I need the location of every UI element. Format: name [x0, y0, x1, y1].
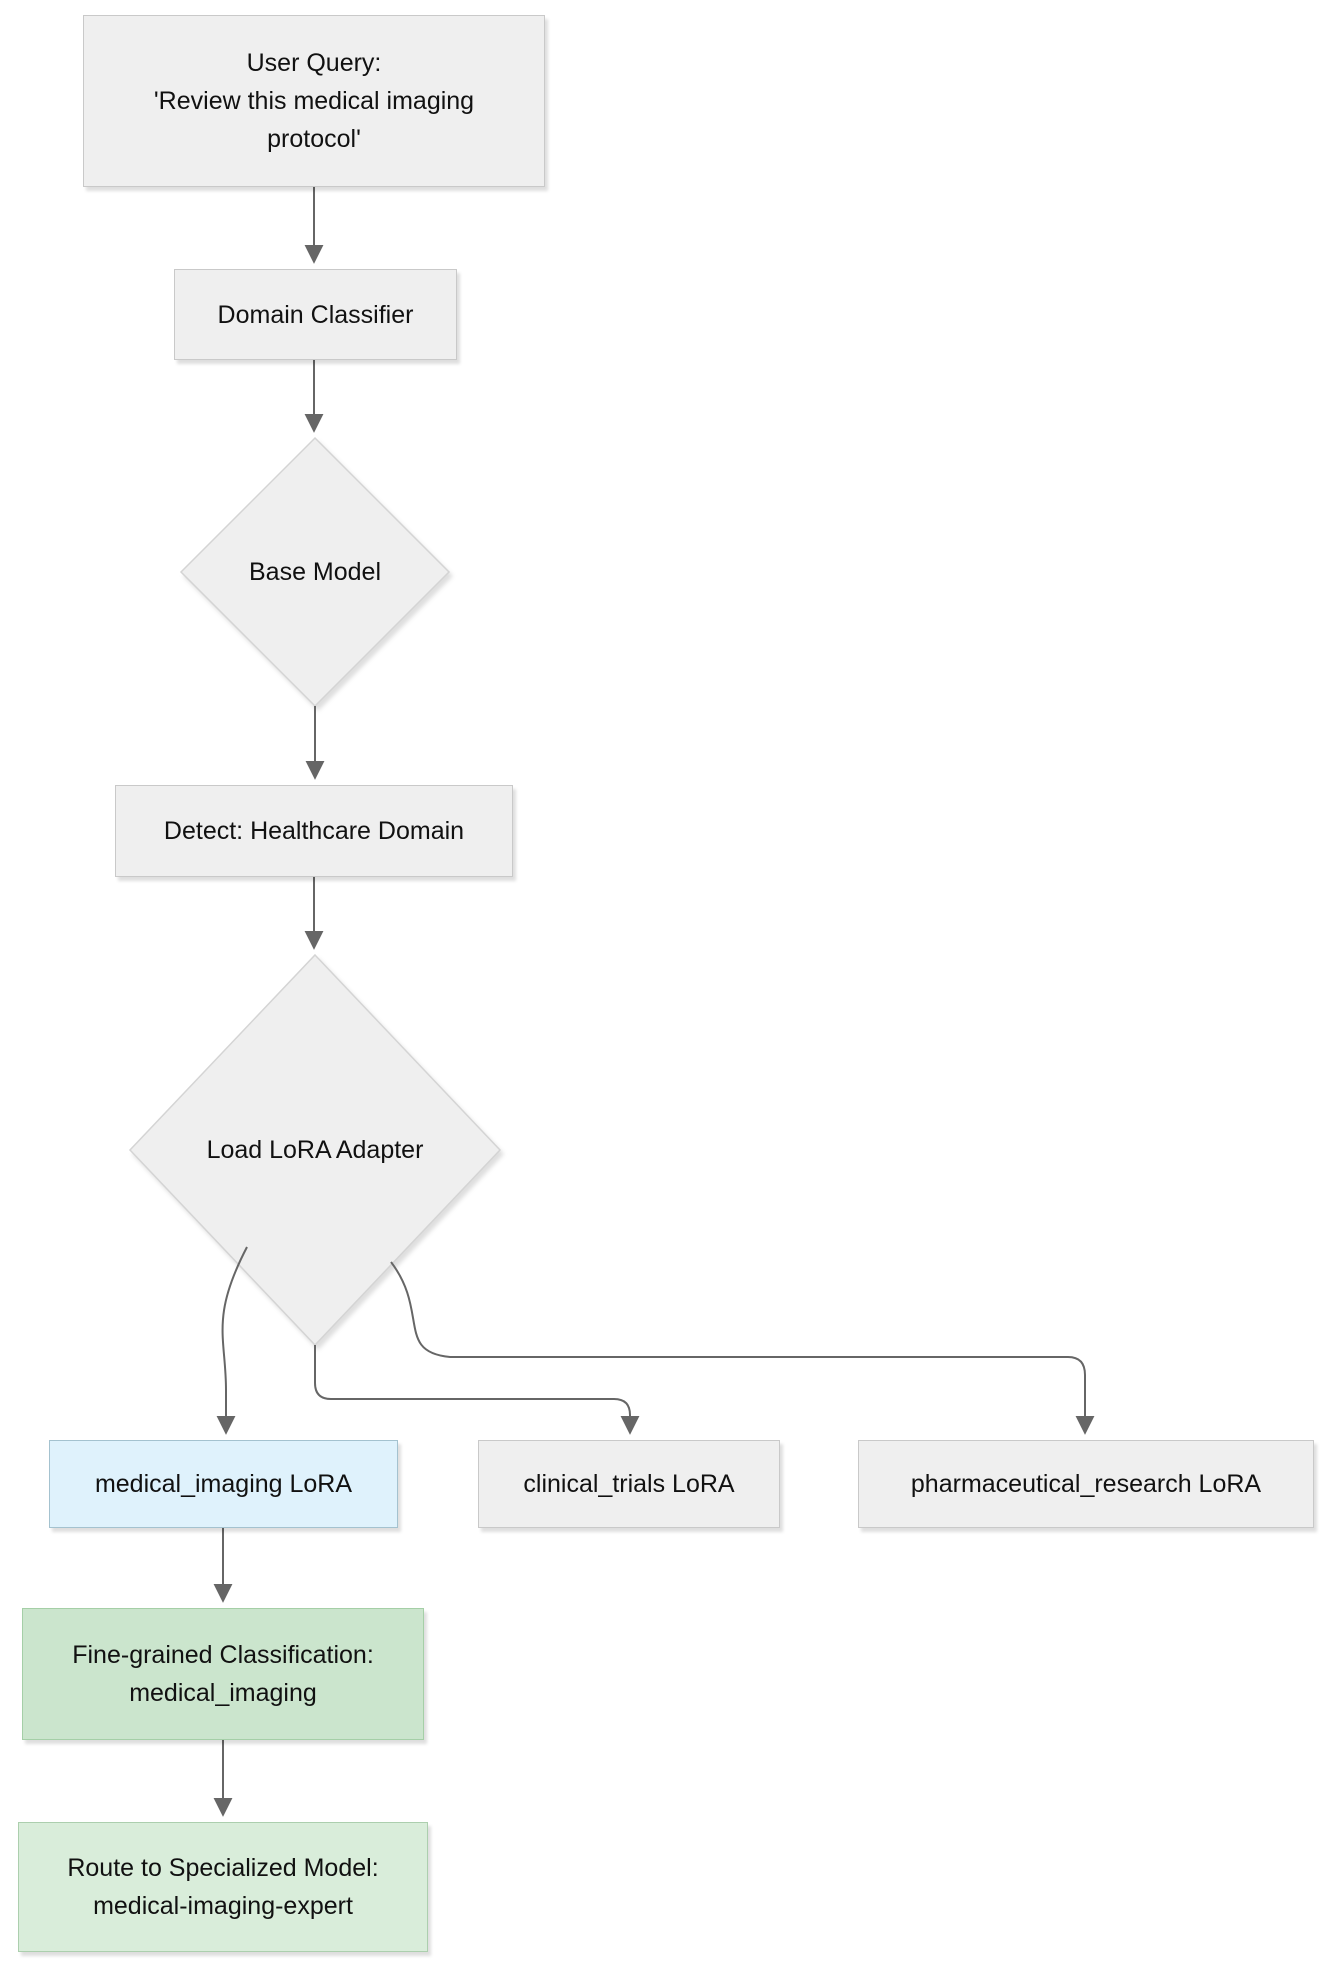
node-clinical-trials-lora-label: clinical_trials LoRA — [523, 1470, 735, 1498]
node-user-query-line: User Query: — [246, 49, 382, 77]
node-load-lora-adapter-label: Load LoRA Adapter — [180, 1131, 450, 1169]
edge-load-lora-to-clinical-trials — [314, 1345, 640, 1435]
node-fine-grained-line: medical_imaging — [129, 1679, 317, 1707]
node-medical-imaging-lora: medical_imaging LoRA — [49, 1440, 398, 1528]
node-route-line: medical-imaging-expert — [93, 1892, 353, 1920]
node-route-to-specialized-model: Route to Specialized Model: medical-imag… — [18, 1822, 428, 1952]
node-route-line: Route to Specialized Model: — [67, 1854, 379, 1882]
node-domain-classifier: Domain Classifier — [174, 269, 457, 360]
node-base-model-label: Base Model — [190, 553, 440, 591]
base-model-text: Base Model — [248, 558, 382, 586]
edge-load-lora-to-pharmaceutical — [390, 1261, 1095, 1435]
node-pharmaceutical-research-lora-label: pharmaceutical_research LoRA — [910, 1470, 1262, 1498]
node-fine-grained-classification: Fine-grained Classification: medical_ima… — [22, 1608, 424, 1740]
node-user-query: User Query: 'Review this medical imaging… — [83, 15, 545, 187]
edge-load-lora-to-medical-imaging — [216, 1246, 248, 1435]
node-clinical-trials-lora: clinical_trials LoRA — [478, 1440, 780, 1528]
node-domain-classifier-label: Domain Classifier — [217, 300, 414, 329]
node-detect-healthcare-domain: Detect: Healthcare Domain — [115, 785, 513, 877]
node-user-query-line: protocol' — [267, 125, 361, 153]
node-pharmaceutical-research-lora: pharmaceutical_research LoRA — [858, 1440, 1314, 1528]
node-fine-grained-line: Fine-grained Classification: — [72, 1641, 374, 1669]
node-user-query-line: 'Review this medical imaging — [153, 87, 475, 115]
node-medical-imaging-lora-label: medical_imaging LoRA — [94, 1470, 353, 1498]
load-lora-adapter-text: Load LoRA Adapter — [206, 1136, 424, 1164]
node-detect-label: Detect: Healthcare Domain — [163, 817, 465, 845]
